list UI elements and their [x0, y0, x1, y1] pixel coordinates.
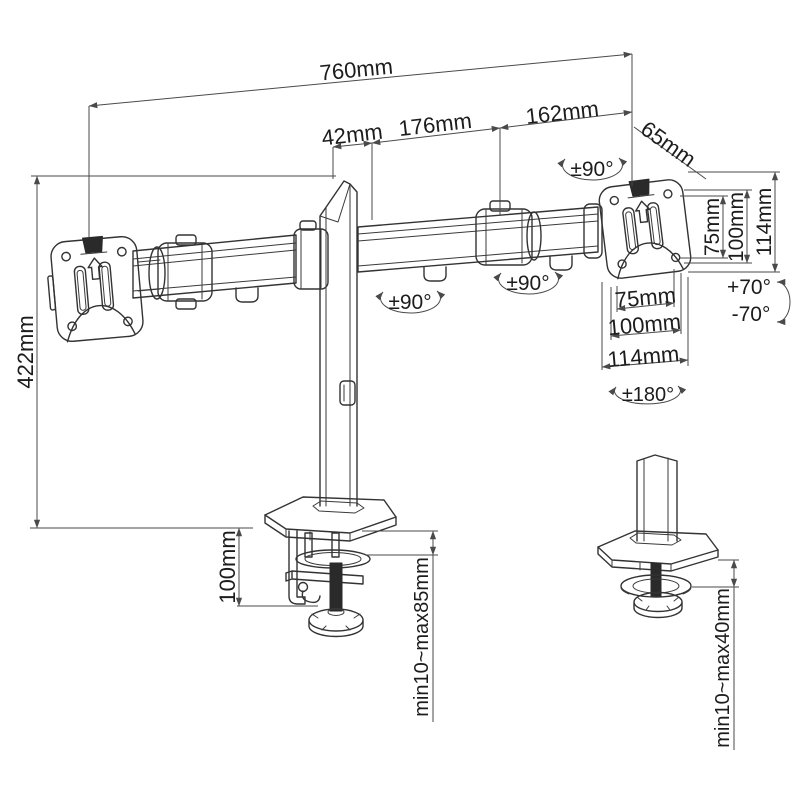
grommet-pole [636, 454, 678, 542]
head-swivel-label: ±90° [570, 158, 613, 181]
grommet-base [597, 530, 719, 572]
tilt-up-label: +70° [727, 276, 771, 299]
rotation-head-swivel: ±90° [557, 157, 628, 181]
dim-grommet-capacity: min10~max40mm [692, 559, 739, 750]
grommet-hardware [620, 562, 692, 619]
arm-joint-center [293, 220, 329, 290]
arm-joint-left [157, 234, 213, 310]
dim-clamp-capacity-label: min10~max85mm [411, 557, 433, 717]
clamp-knob [308, 608, 364, 638]
rotation-joint-inner: ±90° [375, 290, 446, 314]
right-vesa-plate [598, 178, 692, 280]
desk-base [264, 496, 397, 542]
rotation-joint-outer: ±90° [493, 271, 564, 295]
cable-clip [339, 380, 356, 406]
cable-hook-3 [549, 255, 573, 271]
dim-grommet-capacity-label: min10~max40mm [712, 588, 734, 748]
dim-clamp-capacity: min10~max85mm [362, 530, 438, 722]
dim-pole-height: 422mm [13, 175, 336, 529]
dim-tilt: +70° -70° [727, 276, 791, 326]
dim-clamp-height: 100mm [215, 527, 318, 607]
cable-hook-1 [235, 287, 259, 303]
vesa-v-114-label: 114mm [753, 188, 776, 256]
tilt-down-label: -70° [732, 303, 771, 326]
rotation-180: ±180° [608, 384, 687, 406]
vesa-h-114-label: 114mm [607, 341, 681, 372]
vesa-h-75-label: 75mm [614, 282, 677, 312]
dim-arm-segments: 42mm 176mm 162mm [320, 96, 633, 220]
joint-inner-swivel-label: ±90° [388, 291, 431, 314]
clamp-screw [329, 562, 343, 612]
dim-clamp-height-label: 100mm [215, 530, 240, 603]
vesa-knob [82, 235, 103, 254]
dim-pole-height-label: 422mm [13, 315, 38, 388]
cable-hook-2 [423, 266, 447, 282]
grommet-knob [633, 591, 683, 619]
vesa-v-100-label: 100mm [725, 192, 748, 262]
vesa-v-75-label: 75mm [701, 198, 724, 256]
rotation-180-label: ±180° [622, 384, 674, 406]
crossbar-arm [132, 200, 603, 310]
left-vesa-plate [47, 235, 144, 343]
c-clamp [285, 530, 371, 638]
vesa-knob [628, 178, 650, 197]
joint-outer-swivel-label: ±90° [506, 272, 549, 295]
dimension-annotations: 760mm 42mm 176mm 162mm 65mm ±90° ±90° ±9… [13, 51, 791, 750]
up-arrow-icon [635, 200, 651, 224]
dim-vesa-vertical: 75mm 100mm 114mm [680, 171, 780, 273]
up-arrow-icon [87, 257, 103, 281]
center-pole [319, 180, 358, 507]
